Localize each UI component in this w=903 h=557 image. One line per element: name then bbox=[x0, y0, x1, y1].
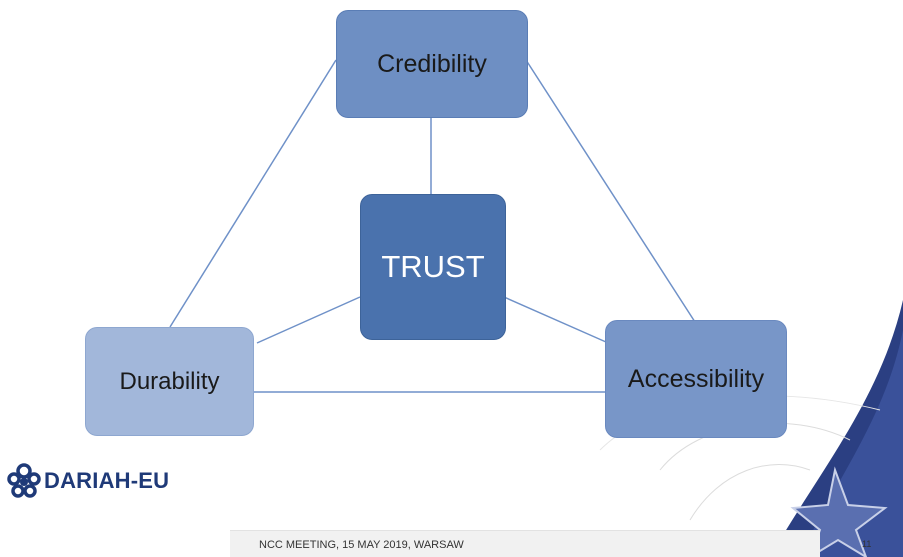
node-durability-label: Durability bbox=[119, 367, 220, 395]
node-accessibility-label: Accessibility bbox=[627, 364, 765, 393]
decor-arc-2 bbox=[689, 463, 811, 521]
connector-credibility-durability bbox=[169, 59, 337, 328]
logo-text: DARIAH-EU bbox=[44, 468, 170, 493]
dariah-flower-icon bbox=[7, 463, 41, 498]
page-number: 11 bbox=[862, 539, 872, 549]
connector-trust-durability bbox=[256, 296, 361, 344]
footer-band bbox=[230, 530, 820, 557]
connector-trust-accessibility bbox=[503, 296, 607, 343]
footer-band-edge bbox=[230, 530, 820, 531]
footer-meeting-text: NCC MEETING, 15 MAY 2019, WARSAW bbox=[259, 539, 464, 551]
node-trust-label: TRUST bbox=[381, 249, 485, 284]
connector-credibility-accessibility bbox=[525, 59, 696, 323]
node-credibility-label: Credibility bbox=[377, 49, 487, 78]
node-durability: Durability bbox=[85, 327, 254, 436]
node-accessibility: Accessibility bbox=[605, 320, 787, 438]
dariah-logo: DARIAH-EU bbox=[6, 456, 169, 506]
node-credibility: Credibility bbox=[336, 10, 528, 118]
star-icon bbox=[790, 466, 888, 557]
corner-wave-highlight bbox=[800, 330, 903, 557]
node-trust: TRUST bbox=[360, 194, 506, 340]
